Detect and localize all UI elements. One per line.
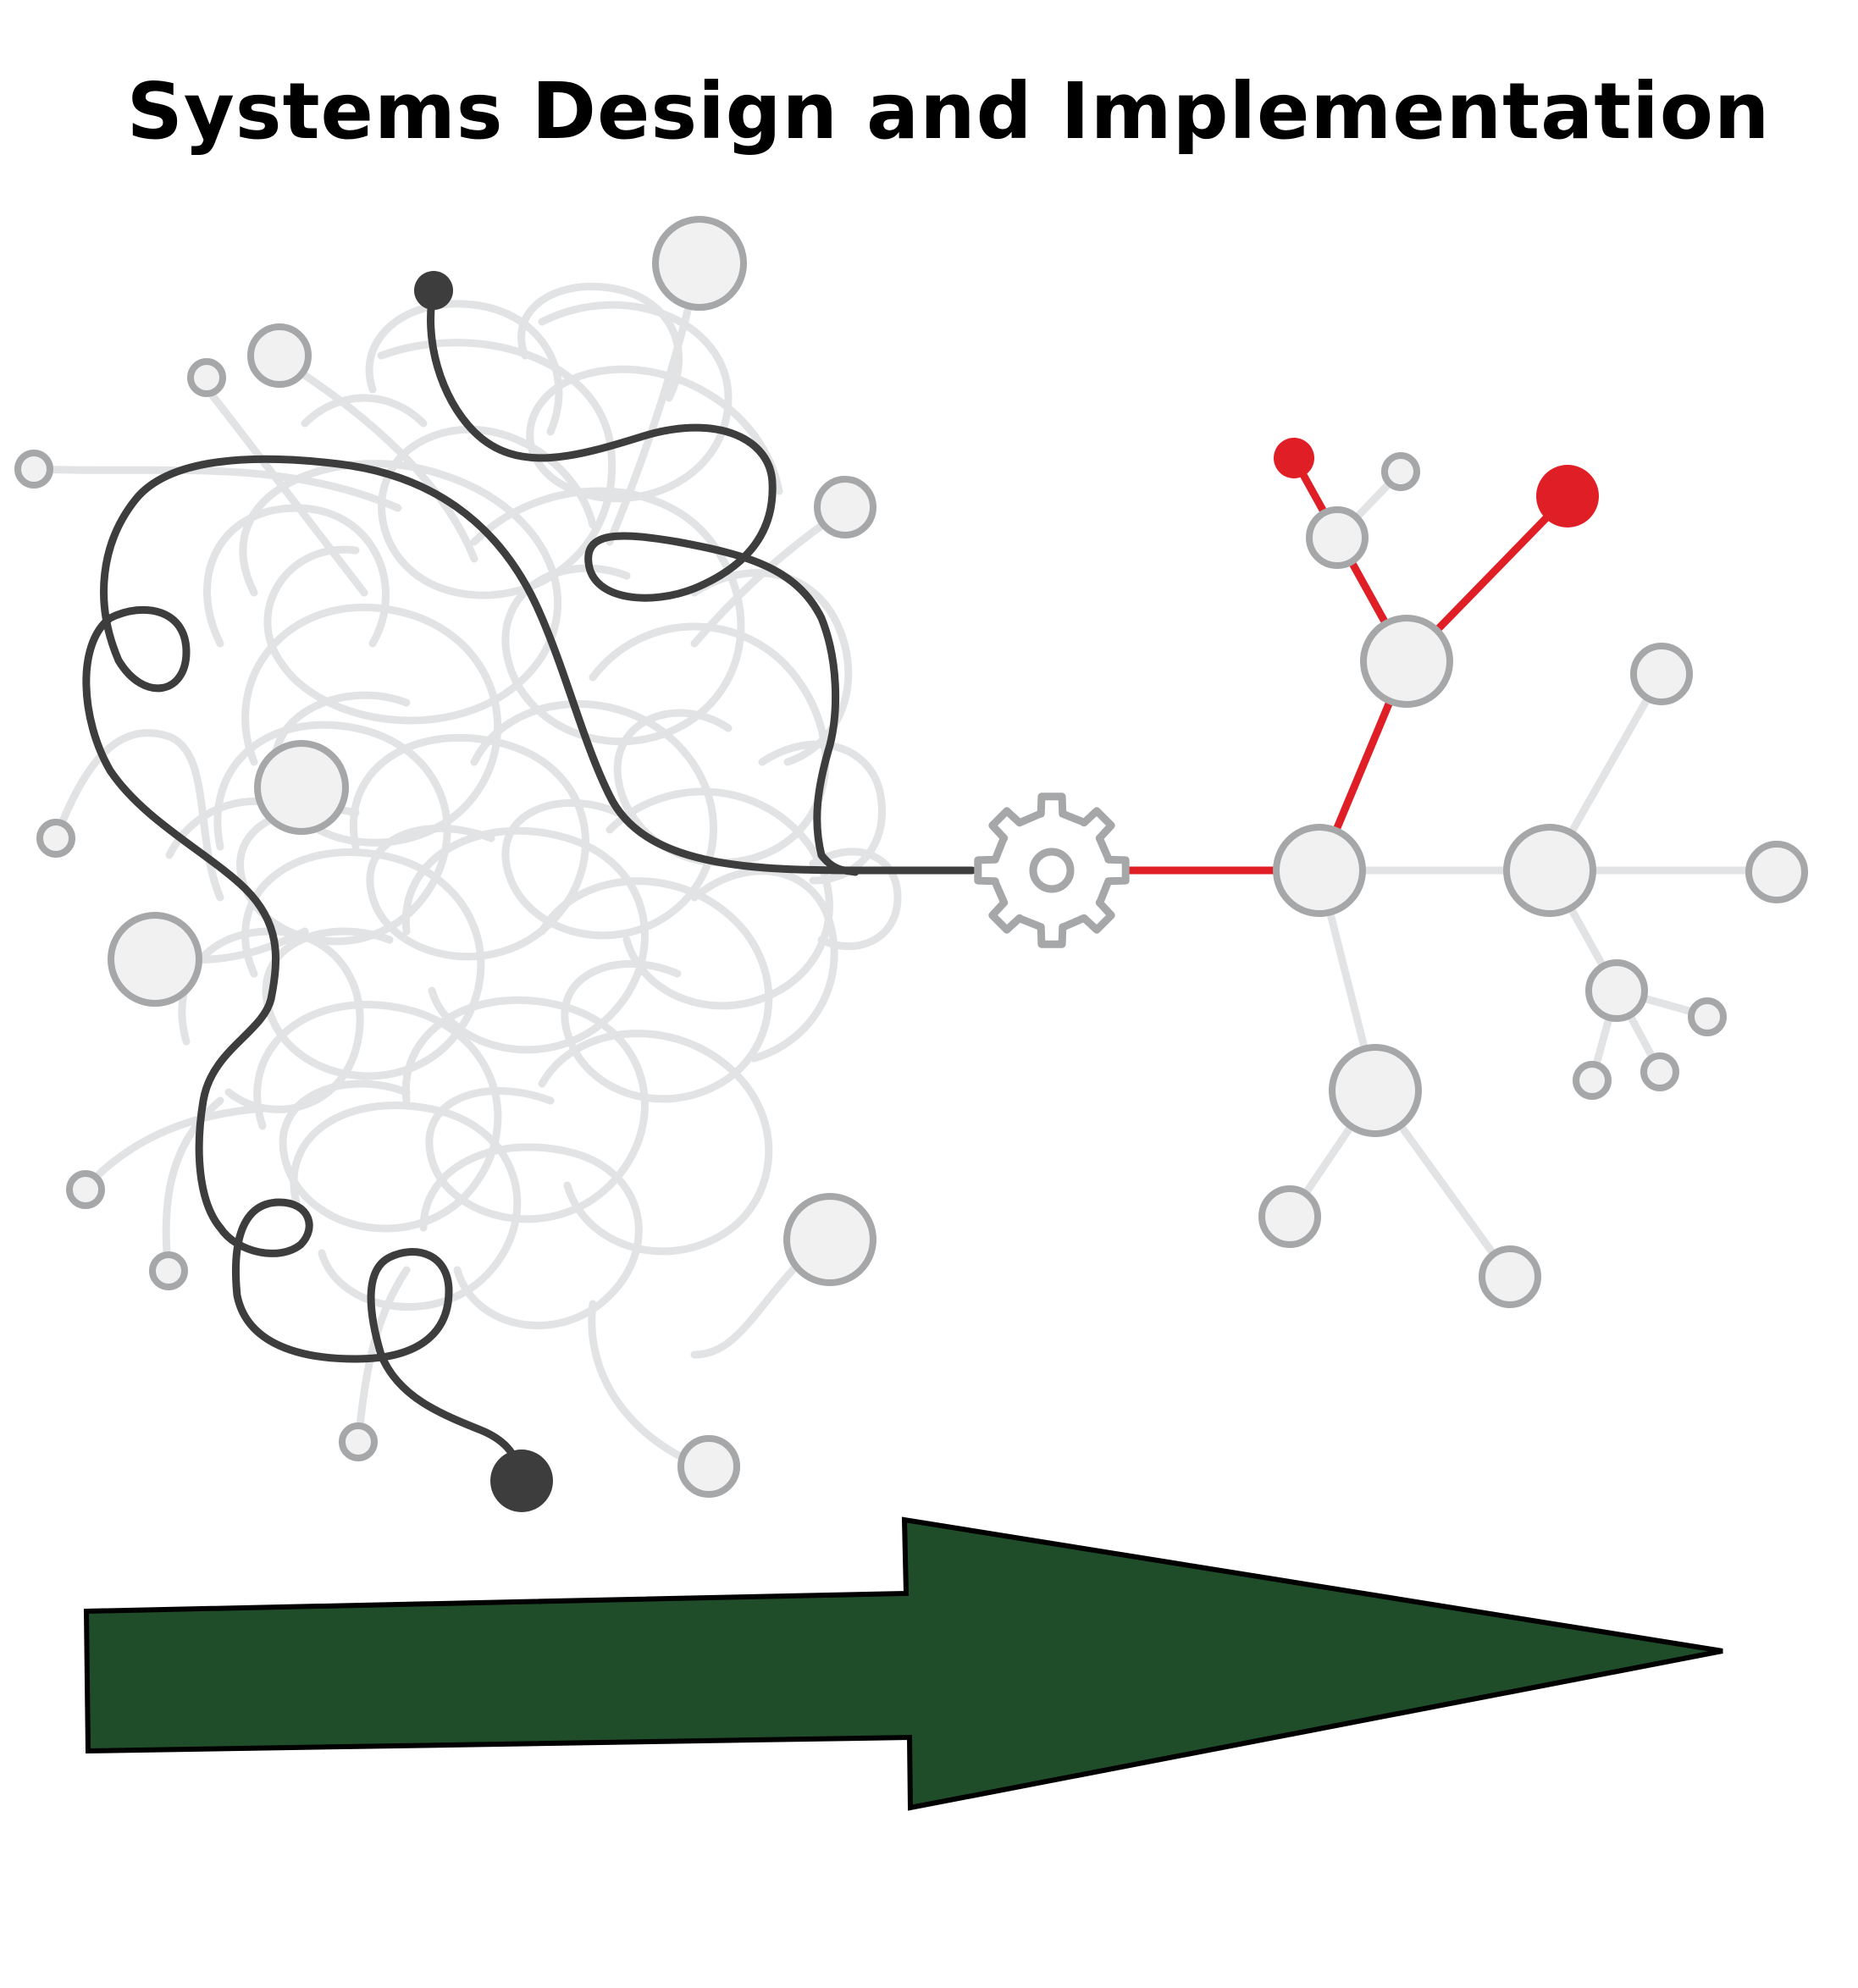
- node: [1630, 643, 1693, 705]
- node: [1273, 824, 1366, 917]
- spoke: [30, 465, 402, 512]
- node: [1688, 997, 1727, 1036]
- scribble: [401, 826, 649, 1054]
- node: [149, 1251, 188, 1290]
- highlighted-endpoints: [1274, 438, 1599, 527]
- spoke: [354, 1266, 411, 1448]
- scribble: [213, 721, 451, 946]
- thread-main: [82, 455, 860, 1483]
- node: [66, 1170, 105, 1209]
- node: [36, 819, 75, 858]
- node: [1258, 1185, 1321, 1248]
- scribble: [526, 301, 783, 503]
- node: [14, 450, 53, 489]
- scribble: [517, 283, 683, 402]
- scribble: [290, 1102, 522, 1311]
- scribble: [203, 504, 390, 648]
- node: [1573, 1061, 1612, 1100]
- node: [1745, 841, 1808, 903]
- scribble: [365, 300, 563, 436]
- node: [1479, 1245, 1541, 1308]
- spoke: [52, 729, 224, 902]
- node: [247, 323, 312, 388]
- node: [108, 912, 202, 1007]
- scribble: [589, 622, 830, 867]
- node: [1360, 615, 1453, 708]
- right-arrow-icon: [83, 1516, 1723, 1811]
- thread-end-bottom: [490, 1450, 553, 1512]
- gear-icon: [974, 792, 1130, 948]
- scribble: [470, 487, 745, 746]
- node: [1381, 452, 1420, 491]
- scribble: [241, 604, 502, 847]
- red-endpoint: [1536, 465, 1599, 527]
- scribble: [253, 1001, 502, 1233]
- scribble: [239, 460, 561, 725]
- scribble: [809, 848, 902, 951]
- scribble: [241, 848, 485, 1080]
- spoke: [81, 1105, 258, 1192]
- node: [339, 1422, 378, 1461]
- node: [783, 1193, 876, 1286]
- node: [187, 358, 226, 397]
- gear-hole: [1029, 848, 1075, 893]
- node: [1640, 1052, 1679, 1091]
- scribble: [690, 867, 838, 1063]
- scribble: [690, 569, 853, 766]
- node: [1329, 1044, 1422, 1137]
- thread-end-top: [414, 271, 453, 310]
- spoke: [275, 355, 478, 563]
- node: [254, 740, 349, 835]
- page-title: Systems Design and Implementation: [126, 66, 1771, 157]
- node: [1306, 506, 1369, 569]
- red-endpoint: [1274, 438, 1314, 478]
- node: [652, 216, 747, 311]
- scribble: [401, 996, 649, 1223]
- thread-upper: [427, 286, 860, 876]
- outer-nodes: [14, 216, 876, 1498]
- scribble: [538, 877, 773, 1103]
- scribble: [301, 394, 428, 428]
- node: [677, 1435, 740, 1498]
- scribble: [419, 1143, 643, 1330]
- node: [1503, 824, 1596, 917]
- spoke: [196, 375, 368, 597]
- node: [1585, 959, 1648, 1022]
- node: [814, 476, 876, 538]
- scribble: [538, 1030, 773, 1256]
- dark-thread: [82, 286, 976, 1483]
- network-nodes: [1258, 452, 1808, 1308]
